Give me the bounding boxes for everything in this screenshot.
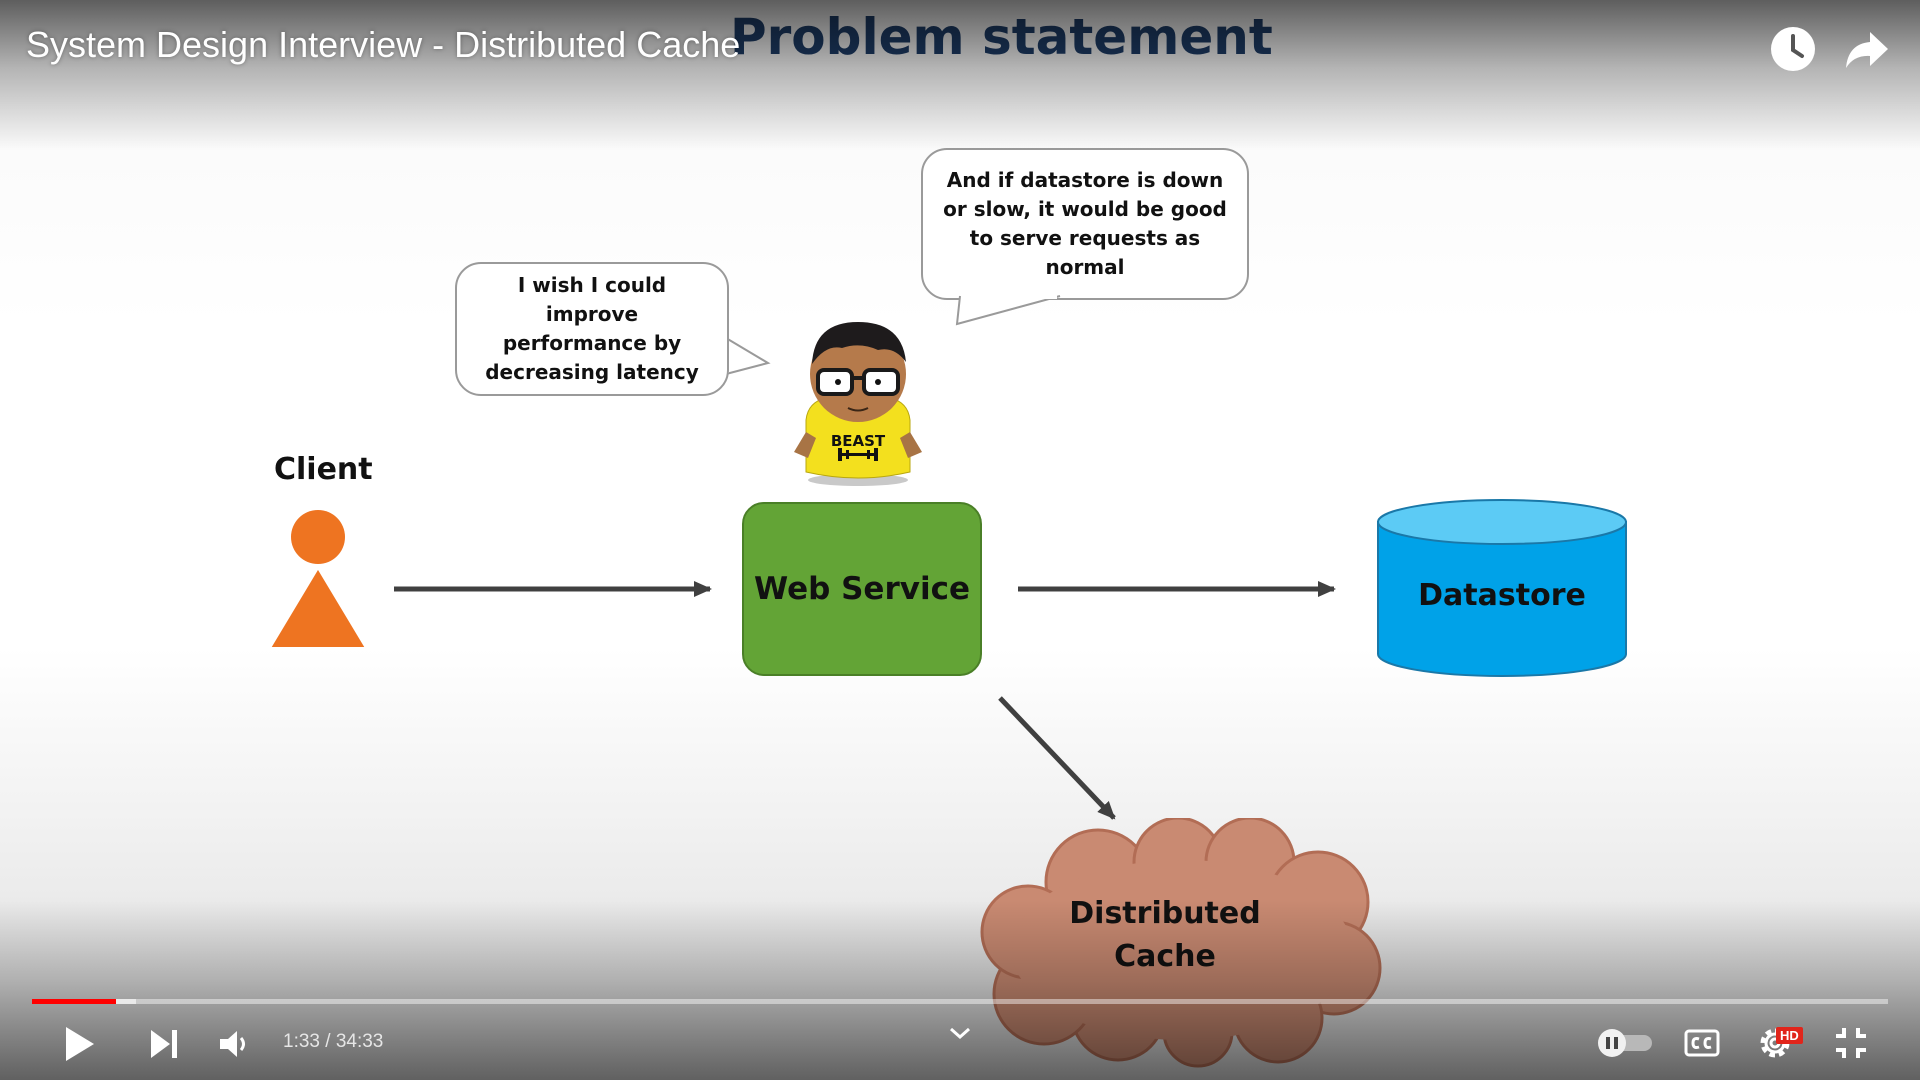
speech-bubble-datastore: And if datastore is down or slow, it wou… [921,148,1249,300]
captions-icon[interactable] [1684,1028,1720,1058]
share-icon[interactable] [1840,22,1894,76]
bubble-right-tail [955,293,1061,326]
exit-fullscreen-icon[interactable] [1834,1026,1868,1060]
web-service-box: Web Service [742,502,982,676]
play-icon[interactable] [62,1024,98,1064]
shirt-text: BEAST [831,432,886,450]
web-service-label: Web Service [754,571,970,607]
datastore-label: Datastore [1418,578,1586,613]
watch-later-icon[interactable] [1766,22,1820,76]
time-current: 1:33 [283,1031,320,1052]
time-separator: / [319,1031,336,1052]
distributed-cache-label: Distributed Cache [1028,892,1302,978]
chevron-down-icon[interactable] [948,1026,972,1042]
video-title[interactable]: System Design Interview - Distributed Ca… [26,24,741,65]
slide-title: Problem statement [730,8,1273,66]
cache-label-line1: Distributed [1069,896,1261,931]
client-person-icon [268,510,368,649]
bubble-left-tail [720,337,771,375]
developer-avatar: BEAST [794,322,922,486]
speech-bubble-latency: I wish I could improve performance by de… [455,262,729,396]
next-icon[interactable] [148,1028,180,1060]
time-display: 1:33 / 34:33 [283,1031,383,1053]
volume-icon[interactable] [218,1028,254,1060]
autoplay-toggle-icon[interactable] [1594,1028,1654,1058]
progress-played [32,999,116,1004]
progress-bar[interactable] [32,999,1888,1004]
client-label: Client [274,452,373,487]
arrow-webservice-to-cache [998,696,1116,820]
hd-badge: HD [1776,1027,1803,1044]
time-total: 34:33 [335,1031,384,1052]
datastore-cylinder-icon [1377,499,1627,677]
cache-label-line2: Cache [1114,939,1216,974]
